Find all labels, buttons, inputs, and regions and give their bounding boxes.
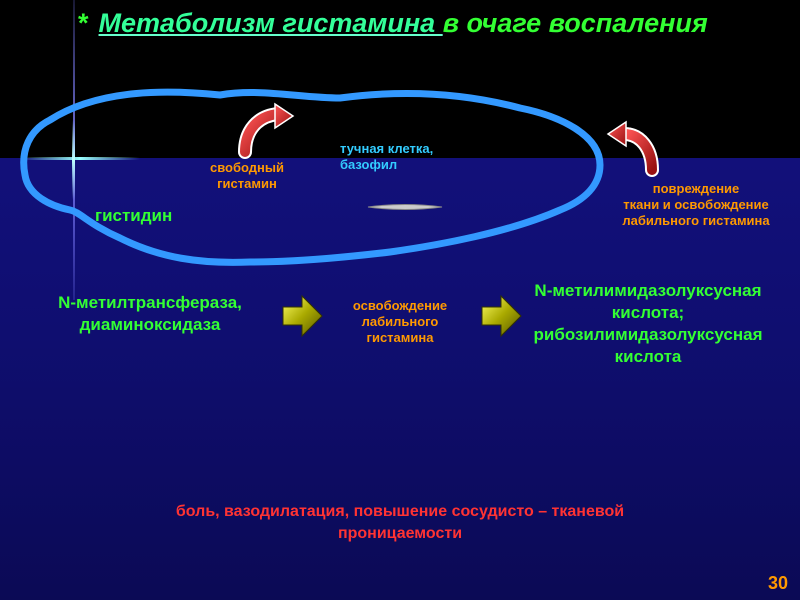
block-arrow-1 xyxy=(282,294,323,338)
spindle-shape xyxy=(367,204,443,210)
enzymes-label: N-метилтрансфераза, диаминоксидаза xyxy=(58,293,242,334)
effects-label: боль, вазодилатация, повышение сосудисто… xyxy=(175,503,625,542)
mast-cell-label: тучная клетка, базофил xyxy=(340,141,434,172)
bottom-background xyxy=(0,158,800,600)
slide-number: 30 xyxy=(767,573,788,593)
light-flare-horizontal xyxy=(20,157,140,160)
block-arrow-2 xyxy=(481,294,522,338)
damage-label: повреждение ткани и освобождение лабильн… xyxy=(622,181,770,228)
curved-arrow-damage xyxy=(606,120,659,177)
release-label: освобождение лабильного гистамина xyxy=(352,298,448,345)
light-flare-vertical xyxy=(72,120,75,200)
title-rest: в очаге воспаления xyxy=(442,8,708,38)
title-star: * xyxy=(78,8,89,38)
mast-cell-outline xyxy=(20,88,604,266)
title-main: Метаболизм гистамина xyxy=(98,8,443,38)
products-label: N-метилимидазолуксусная кислота; рибозил… xyxy=(533,281,763,366)
slide-title: * Метаболизм гистамина в очаге воспаления xyxy=(78,8,708,39)
top-background xyxy=(0,0,800,158)
curved-arrow-release xyxy=(238,102,295,159)
histidine-label: гистидин xyxy=(95,206,173,225)
free-histamine-label: свободный гистамин xyxy=(210,160,284,191)
